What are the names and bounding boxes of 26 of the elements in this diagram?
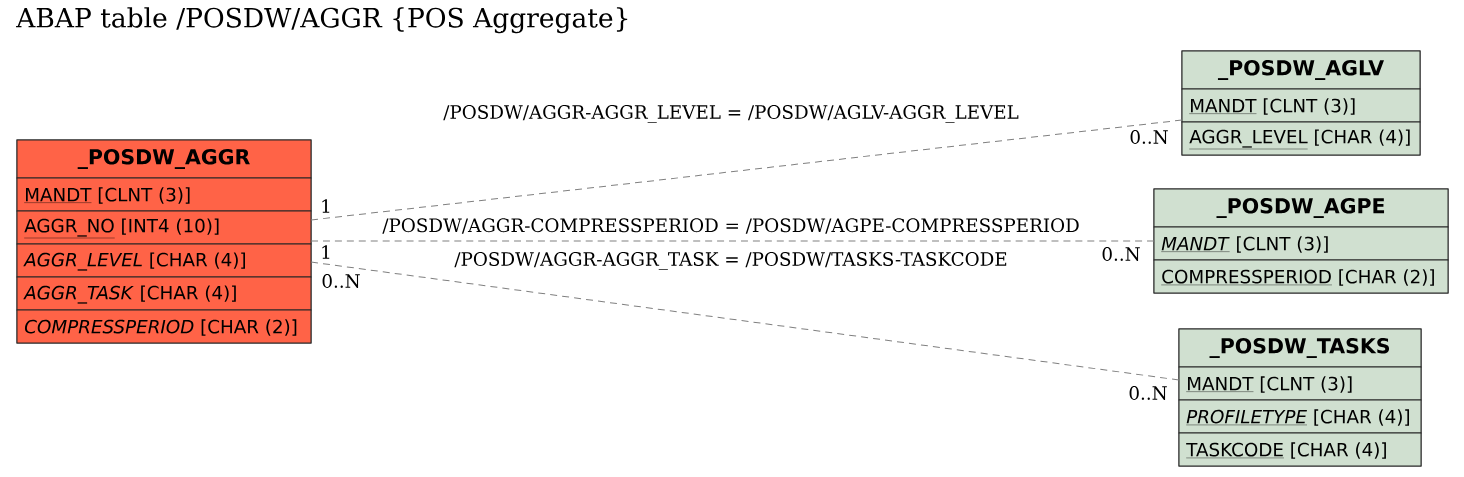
table-header: _POSDW_TASKS — [1178, 328, 1422, 368]
edge-label: /POSDW/AGGR-AGGR_LEVEL = /POSDW/AGLV-AGGR_LEVEL — [442, 104, 1020, 124]
table-row: COMPRESSPERIOD [CHAR (2)] — [1153, 259, 1449, 294]
table-row: AGGR_TASK [CHAR (4)] — [16, 276, 312, 311]
cardinality-label: 0..N — [1130, 130, 1168, 144]
table-row: COMPRESSPERIOD [CHAR (2)] — [16, 309, 312, 344]
table-header: _POSDW_AGGR — [16, 139, 312, 179]
edge-label: /POSDW/AGGR-COMPRESSPERIOD = /POSDW/AGPE-COMPRESSPERIOD — [381, 217, 1081, 235]
table-row: PROFILETYPE [CHAR (4)] — [1178, 399, 1422, 434]
cardinality-label: 0..N — [322, 274, 360, 288]
table-row: MANDT [CLNT (3)] — [1178, 366, 1422, 401]
cardinality-label: 1 — [322, 199, 330, 213]
table-header: _POSDW_AGLV — [1181, 50, 1421, 90]
table-row: TASKCODE [CHAR (4)] — [1178, 432, 1422, 467]
edge-label: /POSDW/AGGR-AGGR_TASK = /POSDW/TASKS-TASKCODE — [453, 251, 1009, 271]
table-row: AGGR_LEVEL [CHAR (4)] — [1181, 121, 1421, 156]
table-row: MANDT [CLNT (3)] — [16, 177, 312, 212]
table-row: MANDT [CLNT (3)] — [1181, 88, 1421, 123]
cardinality-label: 1 — [322, 245, 330, 259]
table-row: AGGR_LEVEL [CHAR (4)] — [16, 243, 312, 278]
cardinality-label: 0..N — [1129, 386, 1167, 400]
title: ABAP table /POSDW/AGGR {POS Aggregate} — [16, 7, 628, 34]
table-row: MANDT [CLNT (3)] — [1153, 226, 1449, 261]
cardinality-label: 0..N — [1102, 247, 1140, 261]
table-header: _POSDW_AGPE — [1153, 188, 1449, 228]
table-row: AGGR_NO [INT4 (10)] — [16, 210, 312, 245]
